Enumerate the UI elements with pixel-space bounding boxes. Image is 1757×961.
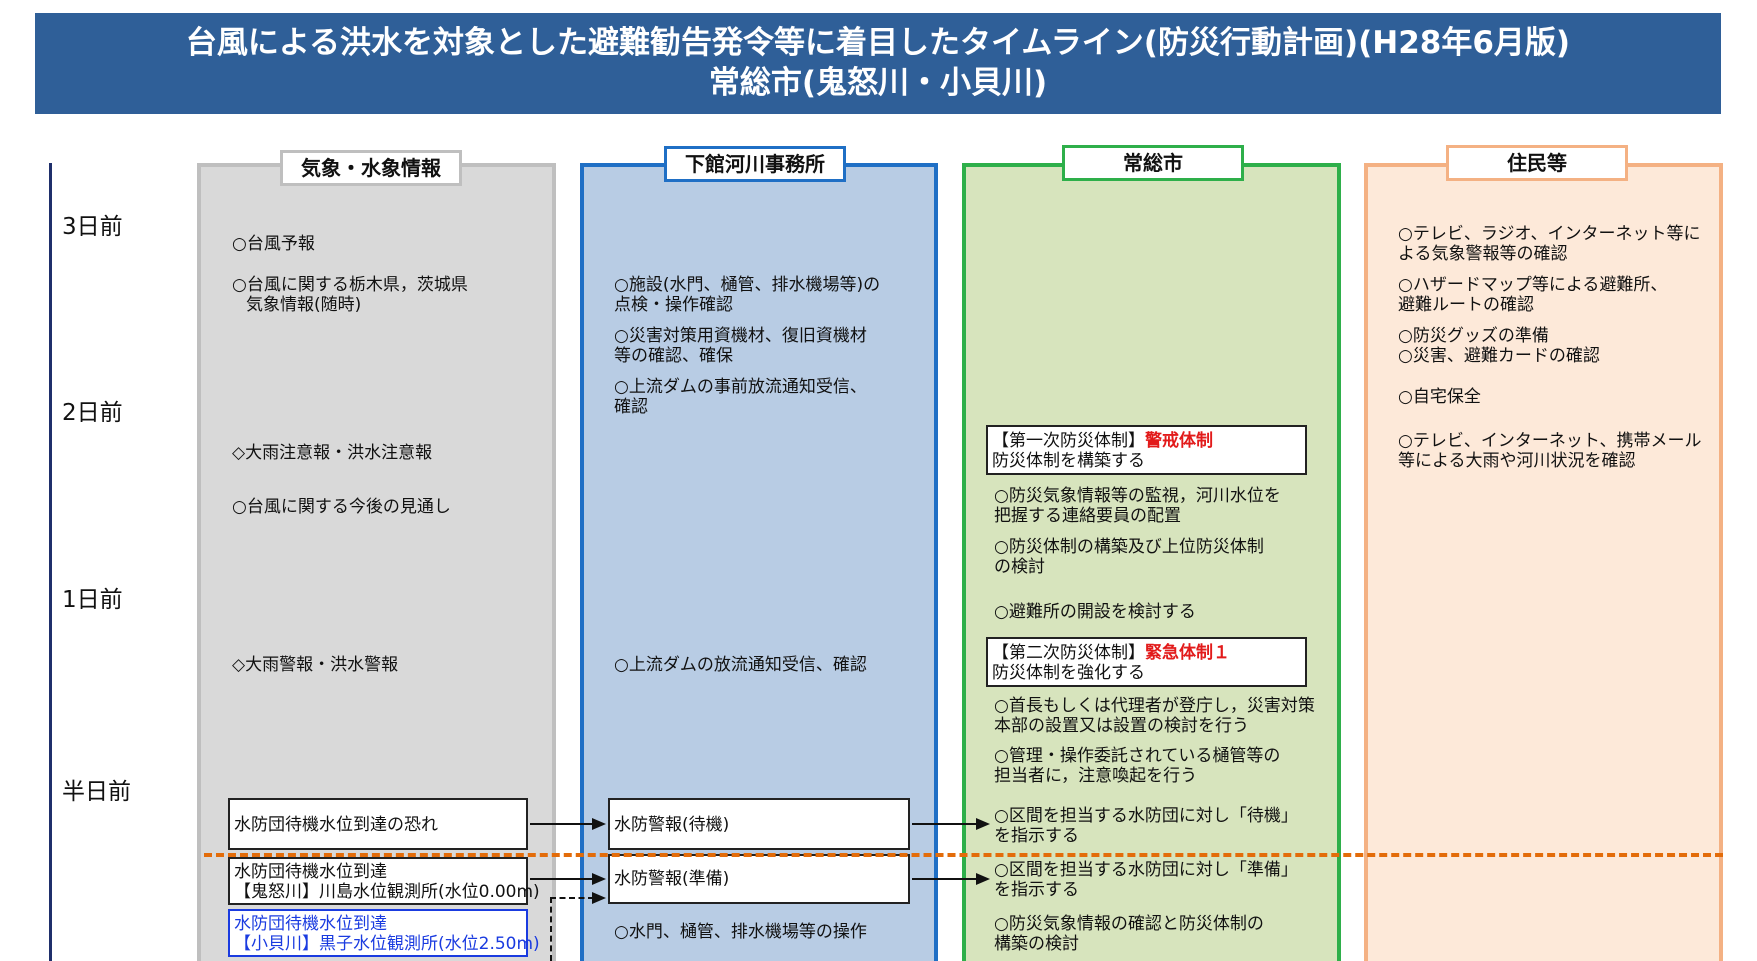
page-subtitle: 常総市(鬼怒川・小貝川) <box>708 65 1048 101</box>
office-item: 等の確認、確保 <box>614 346 733 366</box>
office-item: 点検・操作確認 <box>614 295 733 315</box>
residents-item: ○テレビ、インターネット、携帯メール <box>1398 431 1702 451</box>
weather-item: ○台風に関する今後の見通し <box>232 497 451 517</box>
first-stage-box: 【第一次防災体制】警戒体制 防災体制を構築する <box>986 425 1307 475</box>
weather-level-box: 水防団待機水位到達 【鬼怒川】川島水位観測所(水位0.00m) <box>228 857 540 905</box>
alert-level-text: 緊急体制１ <box>1145 643 1230 663</box>
residents-item: ○テレビ、ラジオ、インターネット等に <box>1398 224 1701 244</box>
arrow-head <box>592 873 606 885</box>
arrow-shaft <box>912 823 978 825</box>
weather-alert-box: 水防団待機水位到達の恐れ <box>228 798 528 850</box>
office-item: 確認 <box>614 397 648 417</box>
city-item: を指示する <box>994 826 1079 846</box>
time-label-3days: 3日前 <box>62 214 123 240</box>
city-item: ○避難所の開設を検討する <box>994 602 1196 622</box>
city-item: ○防災体制の構築及び上位防災体制 <box>994 537 1264 557</box>
dashed-connector <box>550 897 594 899</box>
city-item: ○区間を担当する水防団に対し「準備」 <box>994 860 1298 880</box>
weather-column-header: 気象・水象情報 <box>280 150 462 186</box>
city-item: ○防災気象情報の確認と防災体制の <box>994 914 1264 934</box>
weather-item: 気象情報(随時) <box>246 295 362 315</box>
arrow-shaft <box>912 878 978 880</box>
weather-level-box-blue: 水防団待機水位到達 【小貝川】黒子水位観測所(水位2.50m) <box>228 909 540 957</box>
arrow-head <box>976 818 990 830</box>
office-column-header: 下館河川事務所 <box>664 146 846 182</box>
page-title: 台風による洪水を対象とした避難勧告発令等に着目したタイムライン(防災行動計画)(… <box>185 25 1571 61</box>
second-stage-box: 【第二次防災体制】緊急体制１ 防災体制を強化する <box>986 637 1307 687</box>
city-item: を指示する <box>994 880 1079 900</box>
office-item: ○施設(水門、樋管、排水機場等)の <box>614 275 881 295</box>
city-item: 担当者に，注意喚起を行う <box>994 766 1198 786</box>
arrow-shaft <box>530 823 594 825</box>
residents-item: ○ハザードマップ等による避難所、 <box>1398 275 1668 295</box>
time-label-2days: 2日前 <box>62 400 123 426</box>
arrow-head <box>592 892 606 904</box>
arrow-head <box>592 818 606 830</box>
office-item: ○上流ダムの放流通知受信、確認 <box>614 655 867 675</box>
city-item: の検討 <box>994 557 1045 577</box>
residents-item: ○防災グッズの準備 <box>1398 326 1549 346</box>
residents-item: ○自宅保全 <box>1398 387 1481 407</box>
city-item: ○区間を担当する水防団に対し「待機」 <box>994 806 1298 826</box>
time-label-1day: 1日前 <box>62 587 123 613</box>
arrow-head <box>976 873 990 885</box>
city-item: ○首長もしくは代理者が登庁し，災害対策 <box>994 696 1315 716</box>
office-item: ○災害対策用資機材、復旧資機材 <box>614 326 867 346</box>
time-axis-line <box>49 163 52 961</box>
city-item: 本部の設置又は設置の検討を行う <box>994 716 1249 736</box>
weather-item: ◇大雨警報・洪水警報 <box>232 655 399 675</box>
city-item: 構築の検討 <box>994 934 1079 954</box>
city-item: ○管理・操作委託されている樋管等の <box>994 746 1281 766</box>
time-label-halfday: 半日前 <box>62 779 131 805</box>
city-column-header: 常総市 <box>1062 145 1244 181</box>
arrow-shaft <box>530 878 594 880</box>
title-banner: 台風による洪水を対象とした避難勧告発令等に着目したタイムライン(防災行動計画)(… <box>35 13 1721 114</box>
dashed-connector <box>550 897 552 961</box>
alert-level-text: 警戒体制 <box>1145 431 1213 451</box>
weather-item: ○台風に関する栃木県，茨城県 <box>232 275 468 295</box>
weather-item: ○台風予報 <box>232 234 315 254</box>
residents-column-header: 住民等 <box>1446 145 1628 181</box>
flood-warning-standby-box: 水防警報(待機) <box>608 798 910 850</box>
office-item: ○水門、樋管、排水機場等の操作 <box>614 922 867 942</box>
residents-item: 避難ルートの確認 <box>1398 295 1534 315</box>
weather-item: ◇大雨注意報・洪水注意報 <box>232 443 433 463</box>
city-item: ○防災気象情報等の監視，河川水位を <box>994 486 1281 506</box>
residents-item: 等による大雨や河川状況を確認 <box>1398 451 1636 471</box>
residents-item: ○災害、避難カードの確認 <box>1398 346 1600 366</box>
city-item: 把握する連絡要員の配置 <box>994 506 1181 526</box>
residents-item: よる気象警報等の確認 <box>1398 244 1568 264</box>
half-day-divider <box>204 853 1723 857</box>
residents-column <box>1364 163 1723 961</box>
flood-warning-prepare-box: 水防警報(準備) <box>608 854 910 904</box>
office-item: ○上流ダムの事前放流通知受信、 <box>614 377 867 397</box>
